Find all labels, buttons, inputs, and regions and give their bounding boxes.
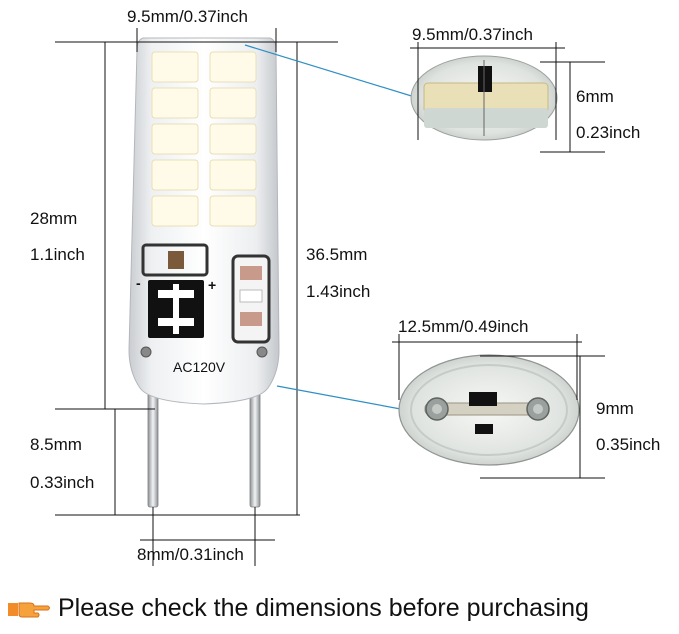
led-chip [209, 195, 257, 227]
top-detail-chip [478, 66, 492, 92]
top-width-label: 9.5mm/0.37inch [127, 7, 248, 26]
polarity-plus: + [208, 277, 216, 293]
dimension-lines [55, 28, 338, 566]
base-detail-height-in-label: 0.35inch [596, 435, 661, 454]
bulb: - + AC120V [128, 37, 280, 508]
base-detail-rim [410, 364, 568, 456]
base-detail-view [392, 334, 605, 479]
resistor-band [239, 289, 263, 303]
led-chip [209, 51, 257, 83]
top-detail-shade [424, 108, 548, 128]
pointing-hand-icon [8, 602, 50, 618]
total-height-mm-label: 36.5mm [306, 245, 368, 264]
base-detail-width-label: 12.5mm/0.49inch [398, 317, 529, 336]
top-detail-view [410, 42, 605, 153]
base-detail-chip [469, 392, 497, 406]
solder-pad [256, 346, 268, 358]
top-detail-height-mm-label: 6mm [576, 87, 614, 106]
footer-message: Please check the dimensions before purch… [58, 593, 589, 622]
circuit-component [168, 251, 184, 269]
base-detail-height-mm-label: 9mm [596, 399, 634, 418]
led-chip [209, 87, 257, 119]
resistor-band [240, 266, 262, 280]
total-height-in-label: 1.43inch [306, 282, 371, 301]
led-chip [151, 159, 199, 191]
footer-notice: Please check the dimensions before purch… [6, 592, 676, 624]
base-leader-line [276, 385, 407, 411]
body-height-mm-label: 28mm [30, 209, 78, 228]
body-height-in-label: 1.1inch [30, 245, 85, 264]
led-chip [151, 87, 199, 119]
rectifier-lead [173, 284, 179, 334]
circuit-component [141, 243, 209, 277]
led-chip [151, 195, 199, 227]
led-chip [151, 51, 199, 83]
pin-length-in-label: 0.33inch [30, 473, 95, 492]
pin-length-mm-label: 8.5mm [30, 435, 82, 454]
voltage-label: AC120V [173, 359, 226, 375]
resistor-band [240, 312, 262, 326]
top-detail-width-label: 9.5mm/0.37inch [412, 25, 533, 44]
base-detail-chip [475, 424, 493, 434]
led-chip [209, 123, 257, 155]
top-leader-line [244, 44, 419, 99]
led-chip [209, 159, 257, 191]
solder-pad [140, 346, 152, 358]
pin-spacing-label: 8mm/0.31inch [137, 545, 244, 564]
polarity-minus: - [136, 275, 141, 291]
right-pin [249, 391, 261, 508]
top-detail-height-in-label: 0.23inch [576, 123, 641, 142]
led-chip [151, 123, 199, 155]
led-array [151, 51, 257, 227]
